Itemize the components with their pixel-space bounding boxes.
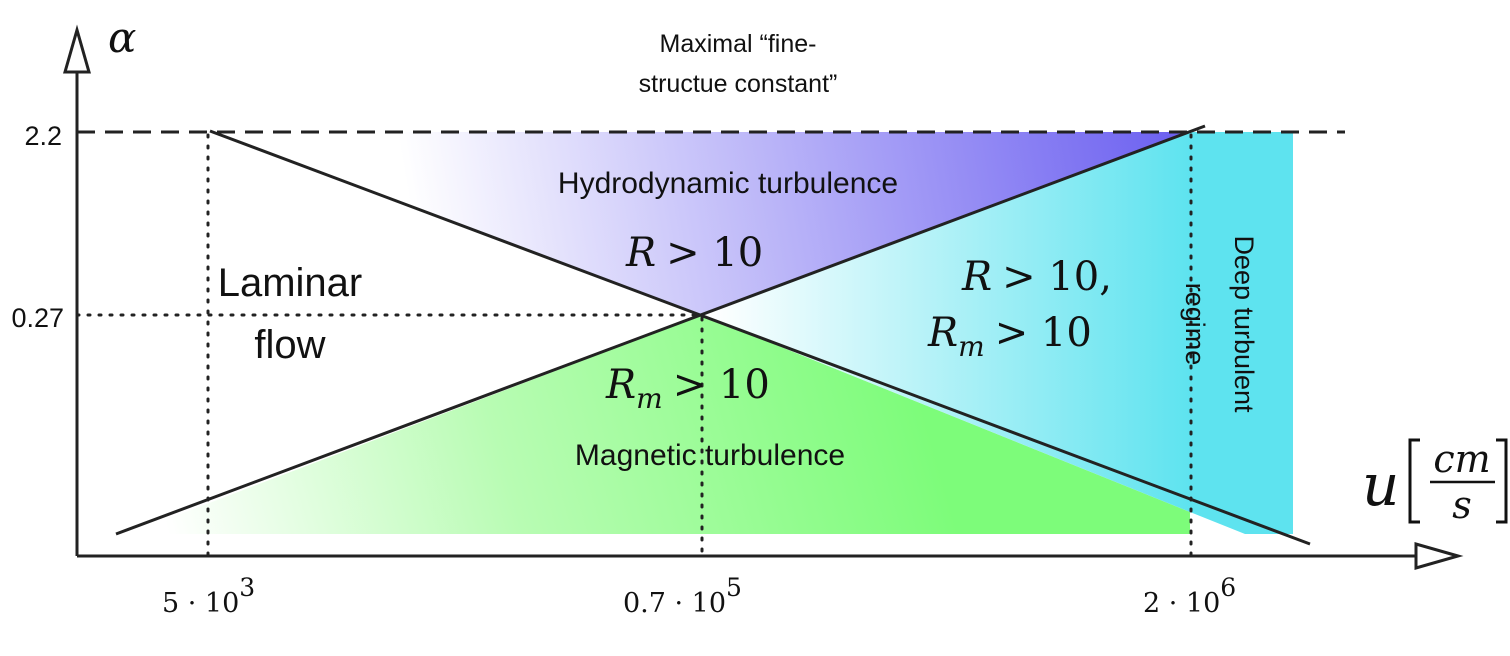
hydro-region [210,132,1190,315]
x-tick-2e6: 2 · 106 [1143,573,1236,619]
x-tick-5e3: 5 · 103 [162,573,255,619]
x-axis-symbol: u [1362,451,1399,519]
magnetic-condition: Rm> 10 [605,362,770,415]
laminar-label-line2: flow [254,323,325,367]
y-tick-0-27: 0.27 [11,303,64,333]
y-axis-symbol: α [108,13,136,62]
laminar-label-line1: Laminar [218,261,363,305]
hydro-condition: R> 10 [625,230,763,276]
top-label-line1: Maximal “fine- [660,30,817,58]
boundary-magnetic [115,124,1206,536]
combined-region [702,132,1190,512]
combined-condition-line2: Rm> 10 [927,310,1092,363]
x-unit-left-bracket [1408,438,1420,524]
x-unit-right-bracket [1496,438,1508,524]
x-axis-arrow [1414,542,1464,570]
boundary-hydro [209,129,1311,546]
x-tick-07e5: 0.7 · 105 [623,573,742,619]
hydro-label: Hydrodynamic turbulence [558,167,898,200]
top-label-line2: structue constant” [639,70,838,98]
deep-label-line1: Deep turbulent [1229,235,1259,413]
y-axis-arrow [63,24,91,74]
x-unit-denominator: s [1452,483,1472,527]
deep-label-line2: regime [1180,283,1210,366]
x-unit-numerator: cm [1433,437,1490,481]
magnetic-region [128,315,1190,534]
deep-region [1190,132,1293,534]
combined-condition-line1: R> 10, [961,254,1112,300]
magnetic-label: Magnetic turbulence [575,439,845,472]
y-tick-2-2: 2.2 [24,121,62,151]
